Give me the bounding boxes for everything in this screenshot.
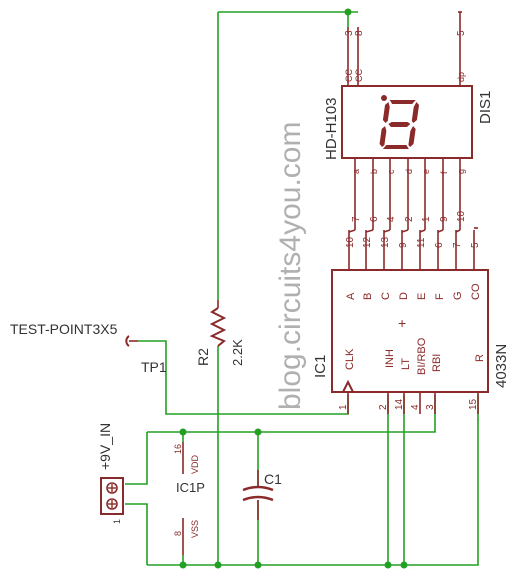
display-part-label: HD-H103 bbox=[323, 97, 340, 160]
ic1-input-pin-name: LT bbox=[400, 358, 412, 370]
junction-dot bbox=[179, 561, 187, 569]
display-segment-pin-number: 2 bbox=[404, 216, 415, 222]
decimal-point-icon bbox=[381, 95, 387, 101]
ic1-output-pin-name: A bbox=[345, 292, 357, 300]
test-point-label: TEST-POINT3X5 bbox=[10, 321, 118, 337]
ic1-output-pin-name: D bbox=[398, 292, 410, 300]
display-segment-name: g bbox=[456, 169, 466, 174]
resistor-value-label: 2.2K bbox=[230, 339, 245, 366]
ic1-ref-label: IC1 bbox=[312, 355, 329, 378]
resistor-ref-label: R2 bbox=[195, 348, 211, 366]
ic1-output-pin-name: B bbox=[362, 293, 374, 300]
ic1-output-pin-number: 5 bbox=[470, 242, 481, 248]
display-segment-pin-number: 7 bbox=[351, 216, 362, 222]
wires bbox=[125, 11, 479, 566]
test-point-icon bbox=[125, 335, 130, 347]
ic1-input-pin-name: INH bbox=[384, 349, 396, 368]
vss-pin-number: 8 bbox=[173, 531, 183, 536]
display-pin-name: CC bbox=[344, 69, 354, 82]
ic1-input-pin-name: RBI bbox=[431, 354, 443, 372]
ic1-output-pin-number: 13 bbox=[380, 236, 391, 248]
ic1-output-pin-number: 9 bbox=[398, 242, 409, 248]
display-segment-pin-number: 9 bbox=[439, 216, 450, 222]
connector-label: +9V_IN bbox=[97, 423, 113, 470]
display-segment-name: c bbox=[386, 169, 396, 174]
display-segment-name: b bbox=[369, 169, 379, 174]
display-segment-name: d bbox=[404, 169, 414, 174]
capacitor-ref-label: C1 bbox=[264, 471, 282, 487]
display-segment-pin-number: 1 bbox=[421, 216, 432, 222]
ic1-output-pin-number: 11 bbox=[416, 237, 427, 248]
ic1-output-pin-number: 7 bbox=[452, 242, 463, 248]
power-ref-label: IC1P bbox=[176, 480, 205, 495]
capacitor-plate bbox=[242, 495, 274, 502]
ic1-output-pin-name: G bbox=[452, 291, 464, 300]
watermark-text: blog.circuits4you.com bbox=[274, 122, 307, 410]
ic1-input-pin-name: CLK bbox=[344, 348, 356, 370]
display-segment-name: e bbox=[421, 169, 431, 174]
vss-label: VSS bbox=[190, 520, 200, 538]
ic1-body bbox=[331, 269, 489, 393]
vdd-label: VDD bbox=[190, 454, 200, 474]
power-connector bbox=[100, 477, 124, 515]
ic1-output-pin-number: 6 bbox=[434, 242, 445, 248]
display-segment-name: f bbox=[439, 171, 449, 174]
display-ref-label: DIS1 bbox=[477, 91, 494, 124]
junction-dot bbox=[344, 8, 352, 16]
capacitor-plate bbox=[242, 485, 274, 492]
ic1-input-pin-name: BI/RBO bbox=[416, 337, 428, 375]
display-pin-name: CC bbox=[354, 69, 364, 82]
junction-dot bbox=[214, 561, 222, 569]
display-segment-pin-number: 10 bbox=[456, 210, 467, 222]
connector-body bbox=[100, 477, 124, 515]
ic1-input-pin-number: 2 bbox=[378, 404, 389, 410]
ic1-input-pin-number: 4 bbox=[410, 404, 421, 410]
test-point-ref: TP1 bbox=[141, 359, 167, 375]
display-pin-name: dp bbox=[456, 72, 466, 82]
junction-dot bbox=[400, 561, 408, 569]
display-body bbox=[341, 85, 473, 159]
resistor-r2 bbox=[209, 300, 227, 347]
ic1-part-label: 4033N bbox=[493, 344, 510, 388]
ic1-output-pin-number: 12 bbox=[362, 236, 373, 248]
ic1-output-pin-name: C bbox=[380, 292, 392, 300]
display-pin-number: 5 bbox=[456, 30, 467, 36]
ic1-counter: 10A 12B 13C 9D 11E 6F 7G 5CO 1 CLK 2 INH 14 LT 4 BI/RB… bbox=[331, 227, 489, 414]
capacitor-c1 bbox=[242, 470, 274, 520]
ic1-plus-sign: + bbox=[398, 315, 406, 331]
connector-pin-number: 1 bbox=[112, 519, 122, 524]
connector-pin-icon bbox=[106, 498, 118, 510]
ic1-input-pin-name: R bbox=[474, 354, 486, 362]
ic1-input-pin-number: 15 bbox=[468, 398, 479, 410]
segment-pins: a 7 b 6 c 4 d 2 e 1 f 9 g 10 bbox=[351, 158, 467, 230]
test-point-tp1 bbox=[125, 335, 138, 347]
clock-input-icon bbox=[342, 379, 354, 393]
junction-dot bbox=[254, 561, 262, 569]
junction-dot bbox=[384, 561, 392, 569]
ic1-input-pin-number: 1 bbox=[338, 404, 349, 410]
ic1-output-pins: 10A 12B 13C 9D 11E 6F 7G 5CO bbox=[345, 227, 482, 300]
display-segment-pin-number: 4 bbox=[386, 216, 397, 222]
junctions bbox=[179, 8, 408, 569]
ic1-input-pins: 1 CLK 2 INH 14 LT 4 BI/RBO 3 RBI 15 R bbox=[338, 337, 486, 414]
connector-pin-icon bbox=[106, 482, 118, 494]
display-pin-number: 3 bbox=[344, 30, 355, 36]
ic1-input-pin-number: 3 bbox=[425, 404, 436, 410]
ic1-input-pin-number: 14 bbox=[394, 398, 405, 410]
vdd-pin-number: 16 bbox=[173, 444, 183, 454]
display-segment-pin-number: 6 bbox=[369, 216, 380, 222]
junction-dot bbox=[179, 428, 187, 436]
ic1-output-pin-name: E bbox=[416, 293, 428, 300]
ic1-output-pin-name: F bbox=[434, 293, 446, 300]
junction-dot bbox=[254, 428, 262, 436]
display-segment-name: a bbox=[351, 169, 361, 174]
display-pin-number: 8 bbox=[354, 30, 365, 36]
seven-segment-icon bbox=[379, 100, 420, 149]
display-dis1: a 7 b 6 c 4 d 2 e 1 f 9 g 10 bbox=[341, 11, 473, 230]
ic1-output-pin-number: 10 bbox=[345, 236, 356, 248]
ic1-output-pin-name: CO bbox=[470, 283, 482, 300]
